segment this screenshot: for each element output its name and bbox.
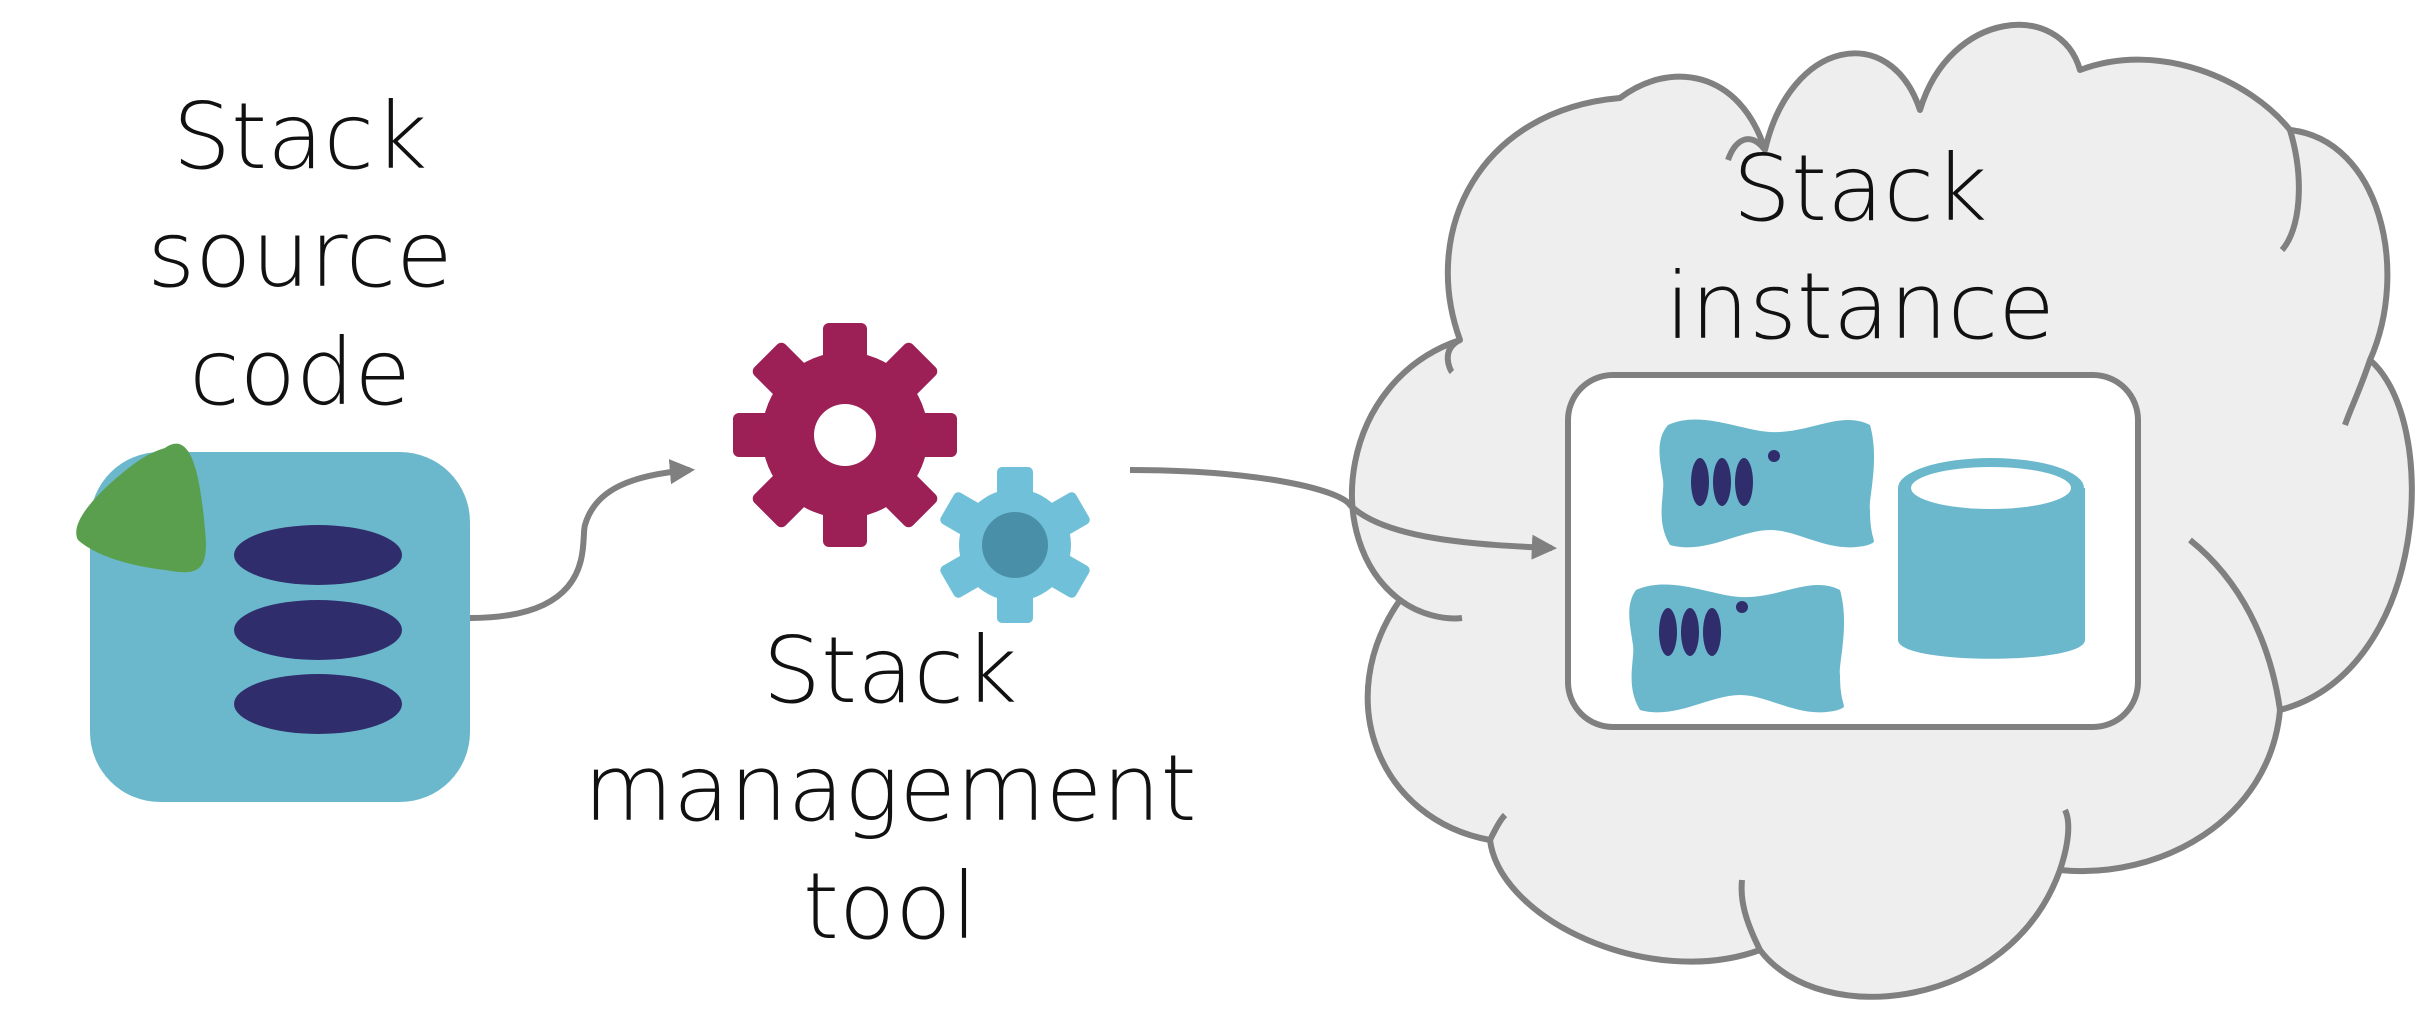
- arrow-tool-to-instance: [1129, 467, 1558, 560]
- label-stack-source-code: Stack source code: [110, 78, 490, 432]
- arrow-source-to-tool: [469, 459, 696, 621]
- label-line: instance: [1665, 253, 2055, 360]
- database-icon: [1898, 458, 2085, 659]
- label-line: Stack: [1732, 135, 1988, 242]
- label-line: management: [583, 735, 1197, 842]
- label-line: tool: [802, 853, 978, 960]
- label-line: code: [189, 319, 411, 426]
- label-line: Stack: [172, 83, 428, 190]
- label-line: source: [147, 201, 453, 308]
- server-icon: [1629, 584, 1845, 713]
- gears-icon: [733, 323, 1090, 623]
- server-icon: [1659, 419, 1875, 548]
- label-line: Stack: [762, 617, 1018, 724]
- label-stack-management-tool: Stack management tool: [560, 612, 1220, 966]
- label-stack-instance: Stack instance: [1620, 130, 2100, 366]
- source-code-icon: [76, 443, 470, 802]
